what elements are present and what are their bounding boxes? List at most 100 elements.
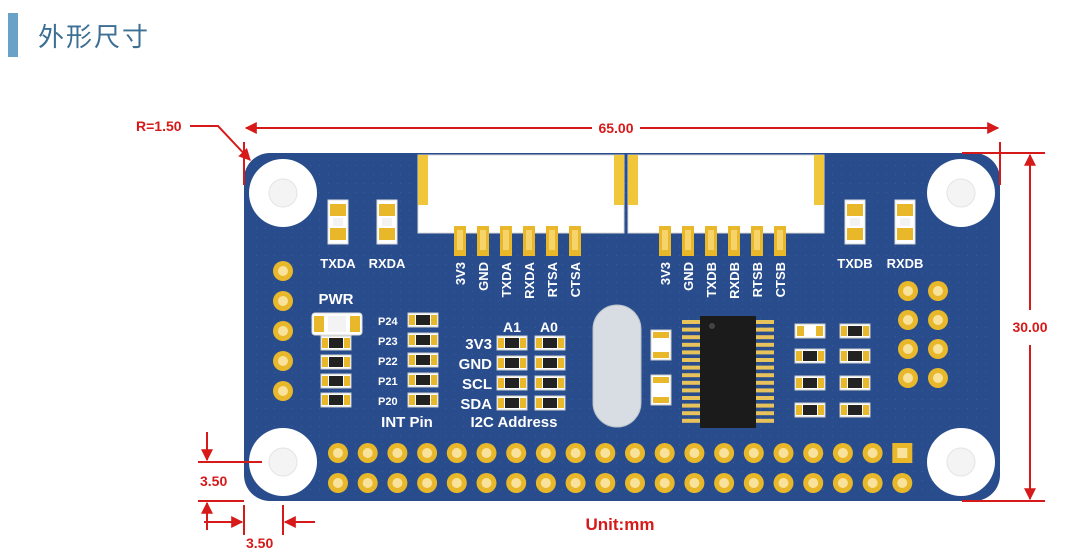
heading-accent-bar <box>8 13 18 57</box>
smd-resistor <box>534 375 566 391</box>
addr-row-name: 3V3 <box>465 336 492 353</box>
smd-resistor <box>839 402 871 418</box>
smd-resistor <box>496 355 528 371</box>
smd-resistor <box>407 372 439 388</box>
smd-resistor <box>407 312 439 328</box>
pwr-led <box>311 312 363 336</box>
status-leds <box>327 199 916 245</box>
connector-a <box>417 154 625 234</box>
smd-resistor <box>794 348 826 364</box>
addr-col-a0: A0 <box>540 319 558 335</box>
smd-resistor <box>839 375 871 391</box>
ic-leg <box>756 411 774 416</box>
ic-leg <box>756 388 774 393</box>
ic-leg <box>682 335 700 340</box>
hole-offset-y-dimension: 3.50 <box>200 473 227 489</box>
heading-title: 外形尺寸 <box>38 22 151 53</box>
smd-resistor <box>320 354 352 370</box>
ic-leg <box>682 380 700 385</box>
smd-resistor <box>839 348 871 364</box>
ic-leg <box>682 418 700 423</box>
smd-resistor <box>320 335 352 351</box>
ic-leg <box>682 327 700 332</box>
smd-resistor <box>496 395 528 411</box>
connector-pin-label: 3V3 <box>658 262 673 285</box>
width-dimension: 65.00 <box>598 120 633 136</box>
ic-leg <box>682 373 700 378</box>
int-pin-name: P20 <box>378 396 398 408</box>
ic-leg <box>682 350 700 355</box>
ic-leg <box>756 335 774 340</box>
ic-leg <box>756 396 774 400</box>
right-header-block <box>898 281 948 388</box>
int-pin-name: P24 <box>378 316 398 328</box>
int-pin-name: P21 <box>378 376 398 388</box>
addr-row-name: SCL <box>462 376 492 393</box>
ic-leg <box>756 342 774 347</box>
led-label-rxda: RXDA <box>369 256 406 271</box>
addr-col-a1: A1 <box>503 319 521 335</box>
connector-a-housing <box>417 154 625 234</box>
decoupling-caps <box>650 329 672 406</box>
smd-resistor <box>496 375 528 391</box>
led <box>327 199 349 245</box>
connector-b-pads <box>659 226 786 256</box>
smd-resistor <box>496 335 528 351</box>
ic-leg <box>756 373 774 378</box>
connector-pin-label: RXDA <box>522 261 537 298</box>
ic-leg <box>756 418 774 423</box>
ic-leg <box>682 396 700 400</box>
uart-ic-chip <box>682 316 774 428</box>
capacitor <box>794 323 826 339</box>
connector-pin-label: RTSA <box>545 261 560 297</box>
connector-pin-label: TXDA <box>499 261 514 297</box>
mounting-holes <box>249 159 995 496</box>
led-label-txda: TXDA <box>320 256 356 271</box>
connector-pin-label: CTSB <box>773 262 788 297</box>
ic-leg <box>682 365 700 370</box>
unit-label: Unit:mm <box>586 515 655 534</box>
smd-resistor <box>407 392 439 408</box>
gpio-40pin-header <box>328 443 913 493</box>
connector-pin-label: RTSB <box>750 262 765 297</box>
height-dimension: 30.00 <box>1012 319 1047 335</box>
ic-leg <box>756 350 774 355</box>
ic-leg <box>682 358 700 362</box>
ic-leg <box>756 358 774 362</box>
int-pin-name: P23 <box>378 336 398 348</box>
ic-leg <box>756 327 774 332</box>
smd-resistor <box>794 375 826 391</box>
connector-pin-label: TXDB <box>704 262 719 297</box>
smd-resistor <box>534 335 566 351</box>
dimension-annotations: 65.00 R=1.50 30.00 3.50 3.50 Unit:mm <box>136 118 1048 551</box>
smd-resistor <box>794 402 826 418</box>
smd-resistor <box>407 352 439 368</box>
led-label-rxdb: RXDB <box>887 256 924 271</box>
pwr-label: PWR <box>319 291 354 308</box>
connector-a-pads <box>454 226 581 256</box>
addr-row-name: GND <box>459 356 493 373</box>
int-pin-name: P22 <box>378 356 398 368</box>
connector-b <box>627 154 825 234</box>
led <box>844 199 866 245</box>
ic-leg <box>682 342 700 347</box>
corner-radius-dimension: R=1.50 <box>136 118 182 134</box>
led <box>376 199 398 245</box>
ic-leg <box>756 380 774 385</box>
ic-leg <box>682 411 700 416</box>
smd-resistor <box>839 323 871 339</box>
connector-b-housing <box>627 154 825 234</box>
ic-leg <box>682 320 700 324</box>
ic-leg <box>756 403 774 408</box>
led-label-txdb: TXDB <box>837 256 872 271</box>
ic-leg <box>682 388 700 393</box>
corner-radius-leader <box>190 125 251 161</box>
ic-body <box>700 316 756 428</box>
ic-leg <box>756 365 774 370</box>
led <box>894 199 916 245</box>
crystal-oscillator <box>592 304 642 428</box>
